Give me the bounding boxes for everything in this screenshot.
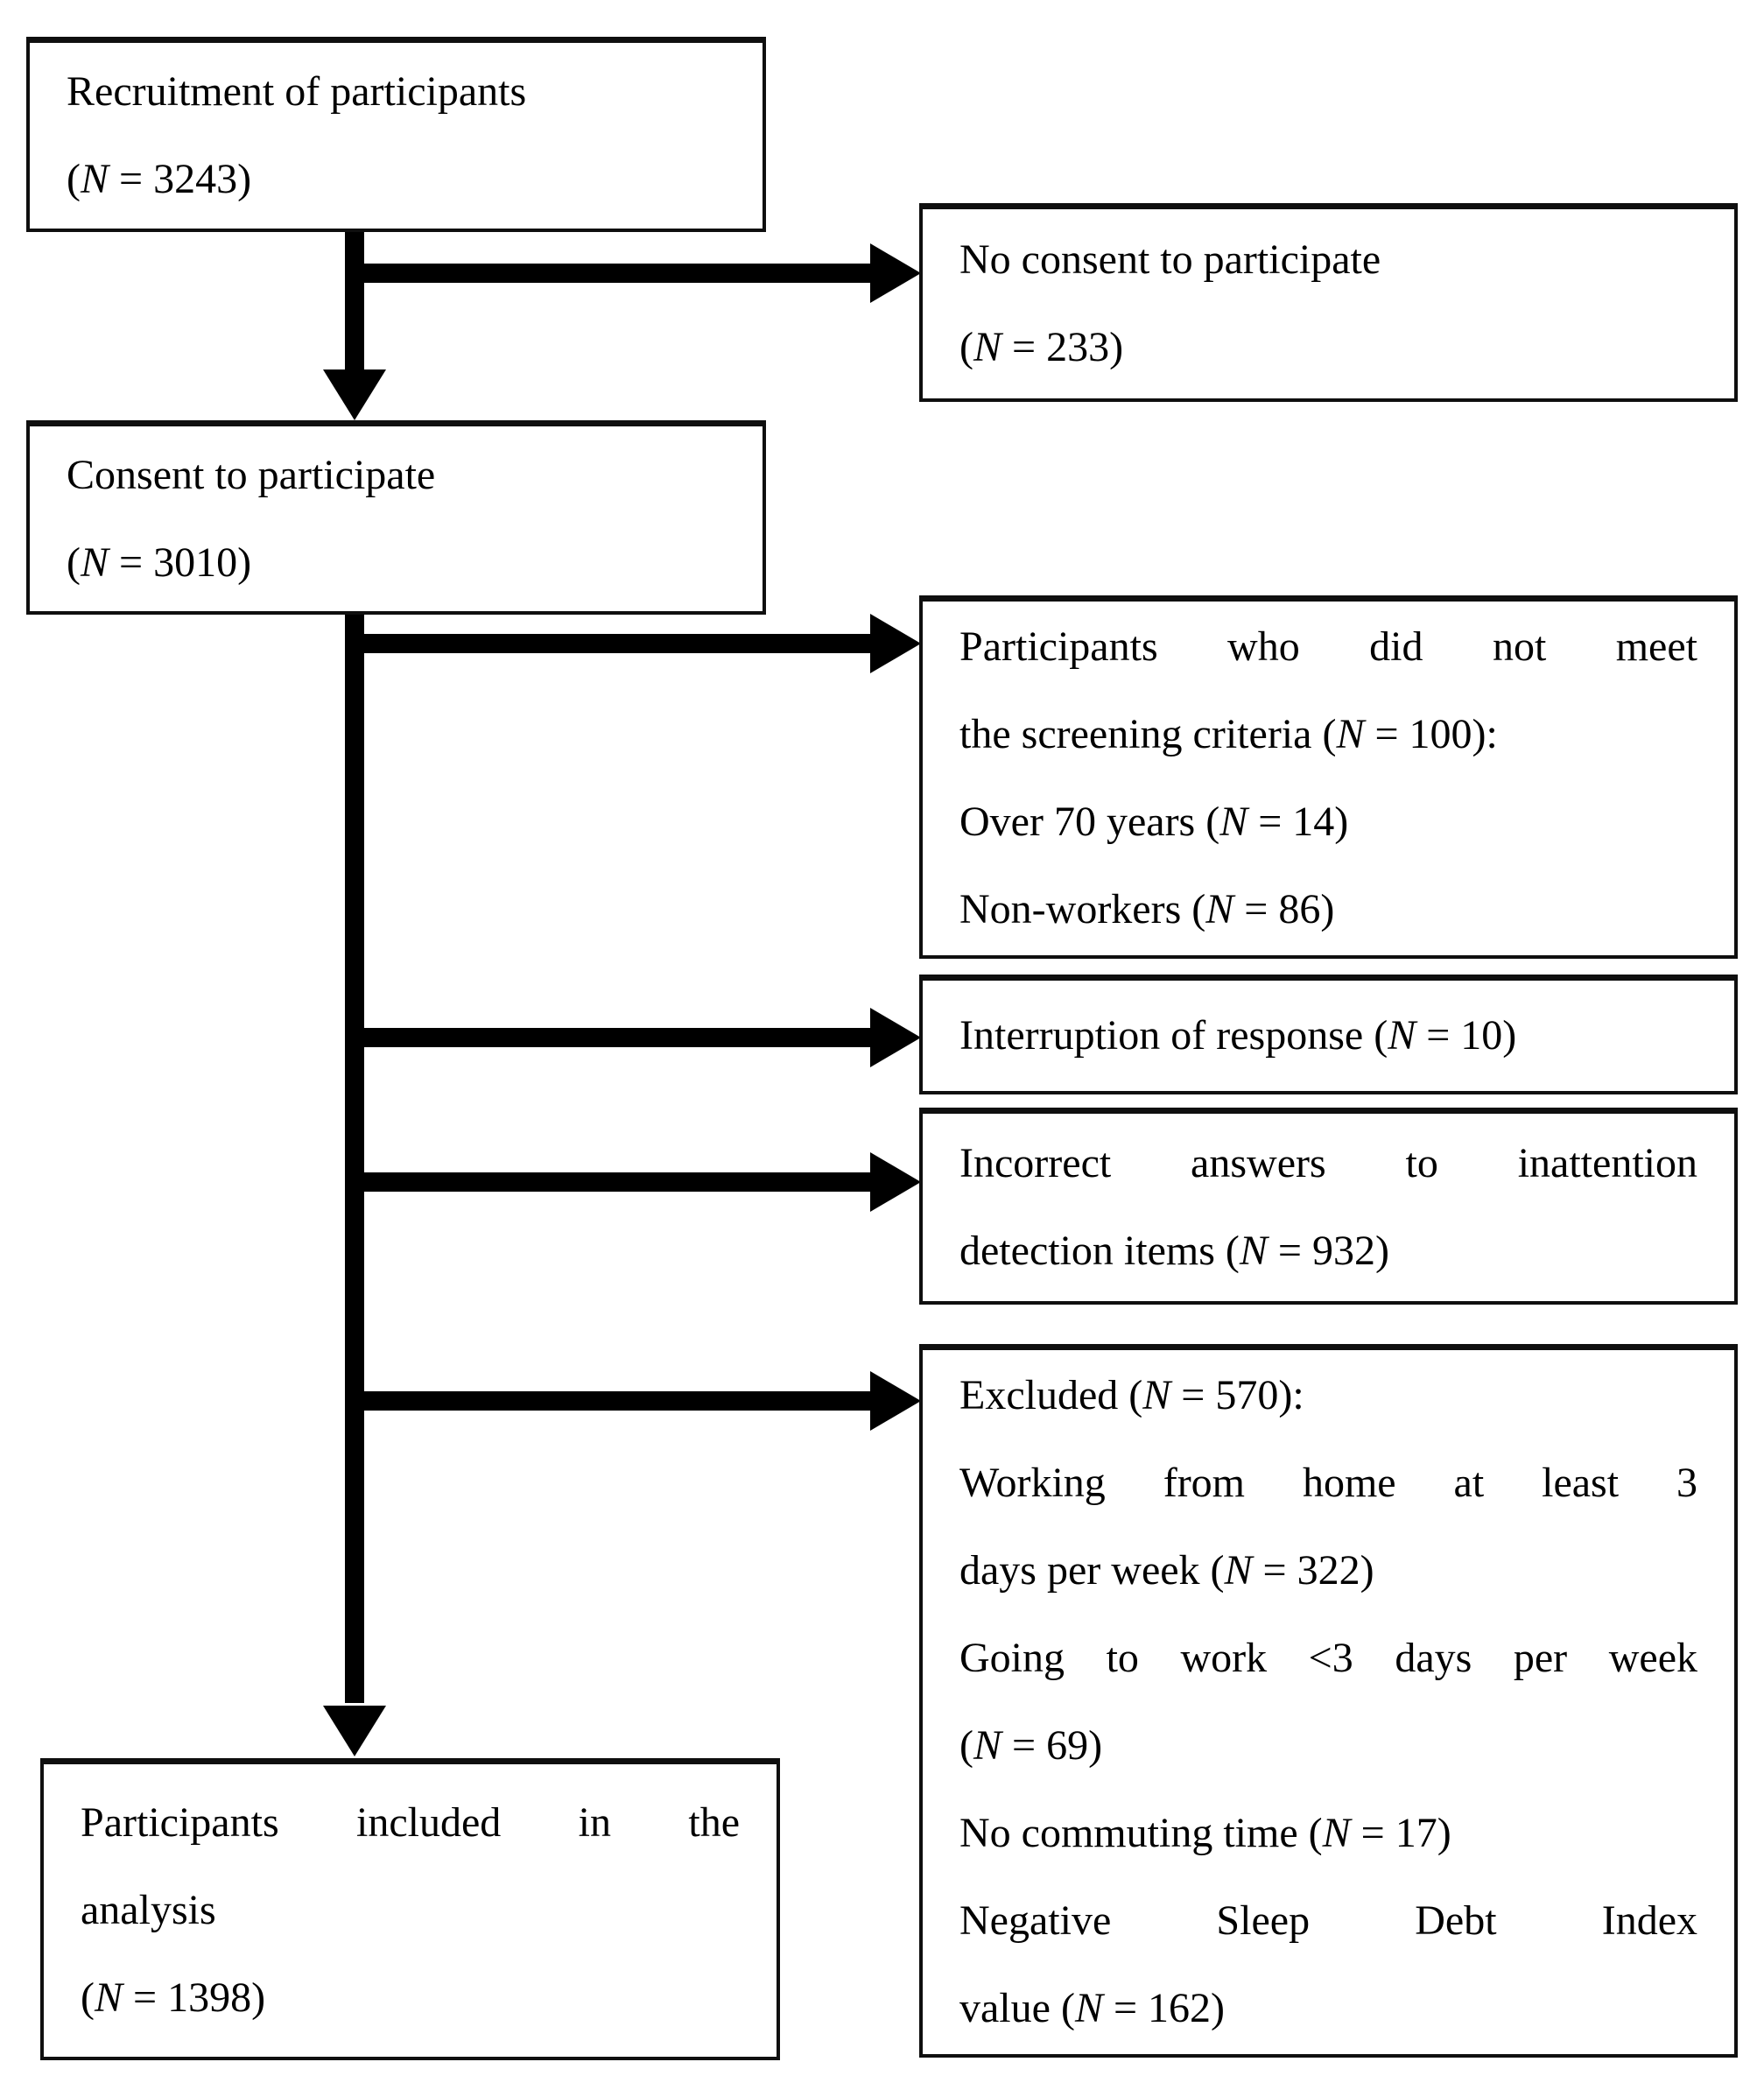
arrowhead-into-screening: [870, 614, 921, 673]
text-line: Excluded (N = 570):: [959, 1372, 1304, 1418]
italic-n: N: [1239, 1228, 1268, 1274]
connector-recruitment-down: [345, 230, 364, 372]
italic-n: N: [973, 324, 1001, 370]
arrowhead-into-included: [323, 1706, 386, 1756]
box-excluded: Excluded (N = 570): Working from home at …: [919, 1344, 1738, 2058]
text-line: detection items (N = 932): [959, 1228, 1389, 1274]
arrowhead-into-excluded: [870, 1371, 921, 1431]
text-line: (N = 3010): [67, 538, 252, 586]
connector-to-incorrect: [345, 1172, 870, 1192]
connector-to-interruption: [345, 1028, 870, 1047]
text-line: the screening criteria (N = 100):: [959, 711, 1498, 757]
text-line: No commuting time (N = 17): [959, 1810, 1451, 1856]
connector-to-no-consent: [345, 264, 870, 283]
text-line: (N = 1398): [81, 1974, 266, 2021]
italic-n: N: [94, 1974, 123, 2021]
text-line: No consent to participate: [959, 236, 1381, 283]
text-line: Incorrect answers to inattention: [959, 1140, 1697, 1186]
text-line: value (N = 162): [959, 1985, 1226, 2031]
italic-n: N: [1142, 1372, 1171, 1418]
italic-n: N: [1074, 1985, 1103, 2031]
text-line: analysis: [81, 1887, 216, 1933]
arrowhead-into-consent: [323, 369, 386, 420]
text-line: Interruption of response (N = 10): [959, 1012, 1517, 1059]
italic-n: N: [1336, 711, 1365, 757]
text-line: Over 70 years (N = 14): [959, 799, 1349, 845]
text-line: (N = 233): [959, 324, 1124, 370]
box-screening-criteria: Participants who did not meet the screeni…: [919, 595, 1738, 959]
text-line: Participants included in the: [81, 1799, 740, 1846]
connector-consent-down: [345, 613, 364, 1703]
arrowhead-into-incorrect: [870, 1152, 921, 1212]
arrowhead-into-no-consent: [870, 243, 921, 303]
connector-to-excluded: [345, 1391, 870, 1411]
box-no-consent: No consent to participate (N = 233): [919, 203, 1738, 402]
text-line: days per week (N = 322): [959, 1547, 1374, 1594]
italic-n: N: [1205, 886, 1234, 932]
text-line: (N = 3243): [67, 156, 252, 202]
italic-n: N: [1388, 1012, 1416, 1059]
box-interruption-of-response: Interruption of response (N = 10): [919, 975, 1738, 1094]
italic-n: N: [1219, 799, 1248, 845]
text-line: Recruitment of participants: [67, 68, 527, 115]
text-line: (N = 69): [959, 1722, 1103, 1769]
italic-n: N: [1224, 1547, 1253, 1594]
text-line: Non-workers (N = 86): [959, 886, 1335, 932]
arrowhead-into-interruption: [870, 1008, 921, 1067]
text-line: Going to work <3 days per week: [959, 1635, 1697, 1681]
italic-n: N: [973, 1722, 1001, 1769]
box-recruitment: Recruitment of participants (N = 3243): [26, 37, 766, 232]
connector-to-screening: [345, 634, 870, 653]
italic-n: N: [80, 538, 109, 586]
text-line: Consent to participate: [67, 451, 436, 498]
box-incorrect-answers: Incorrect answers to inattention detectio…: [919, 1108, 1738, 1305]
box-consent: Consent to participate (N = 3010): [26, 420, 766, 615]
box-included-in-analysis: Participants included in the analysis (N =…: [40, 1758, 780, 2060]
italic-n: N: [80, 156, 109, 202]
text-line: Working from home at least 3: [959, 1460, 1697, 1506]
text-line: Participants who did not meet: [959, 623, 1697, 670]
text-line: Negative Sleep Debt Index: [959, 1897, 1697, 1944]
italic-n: N: [1322, 1810, 1351, 1856]
